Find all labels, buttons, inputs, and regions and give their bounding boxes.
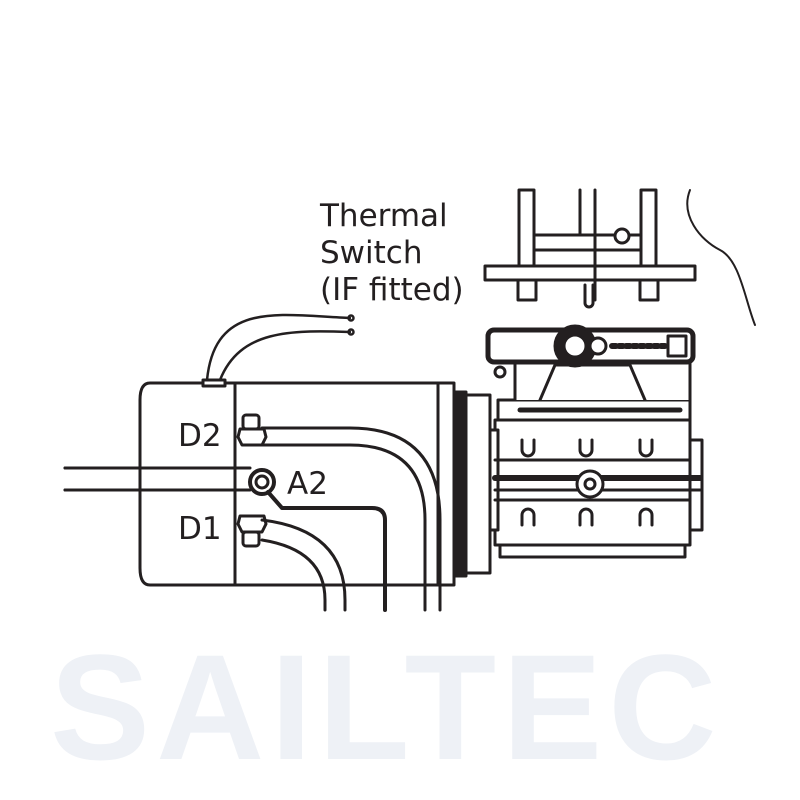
thermal-switch-wires (205, 313, 355, 382)
mount-frame (483, 188, 697, 309)
a2-terminal (248, 468, 387, 612)
thermal-switch-label-line3: (IF fitted) (320, 272, 464, 308)
d1-terminal (236, 514, 347, 612)
clamp-bar (485, 324, 696, 379)
a2-label: A2 (287, 466, 328, 502)
d2-label: D2 (178, 418, 222, 454)
loose-wire (686, 189, 756, 326)
d1-label: D1 (178, 511, 222, 547)
thermal-switch-label-line1: Thermal (320, 198, 448, 234)
watermark: SAILTEC (50, 623, 723, 791)
d2-terminal (236, 413, 442, 612)
thermal-switch-label-line2: Switch (320, 235, 423, 271)
gearbox (488, 338, 704, 559)
